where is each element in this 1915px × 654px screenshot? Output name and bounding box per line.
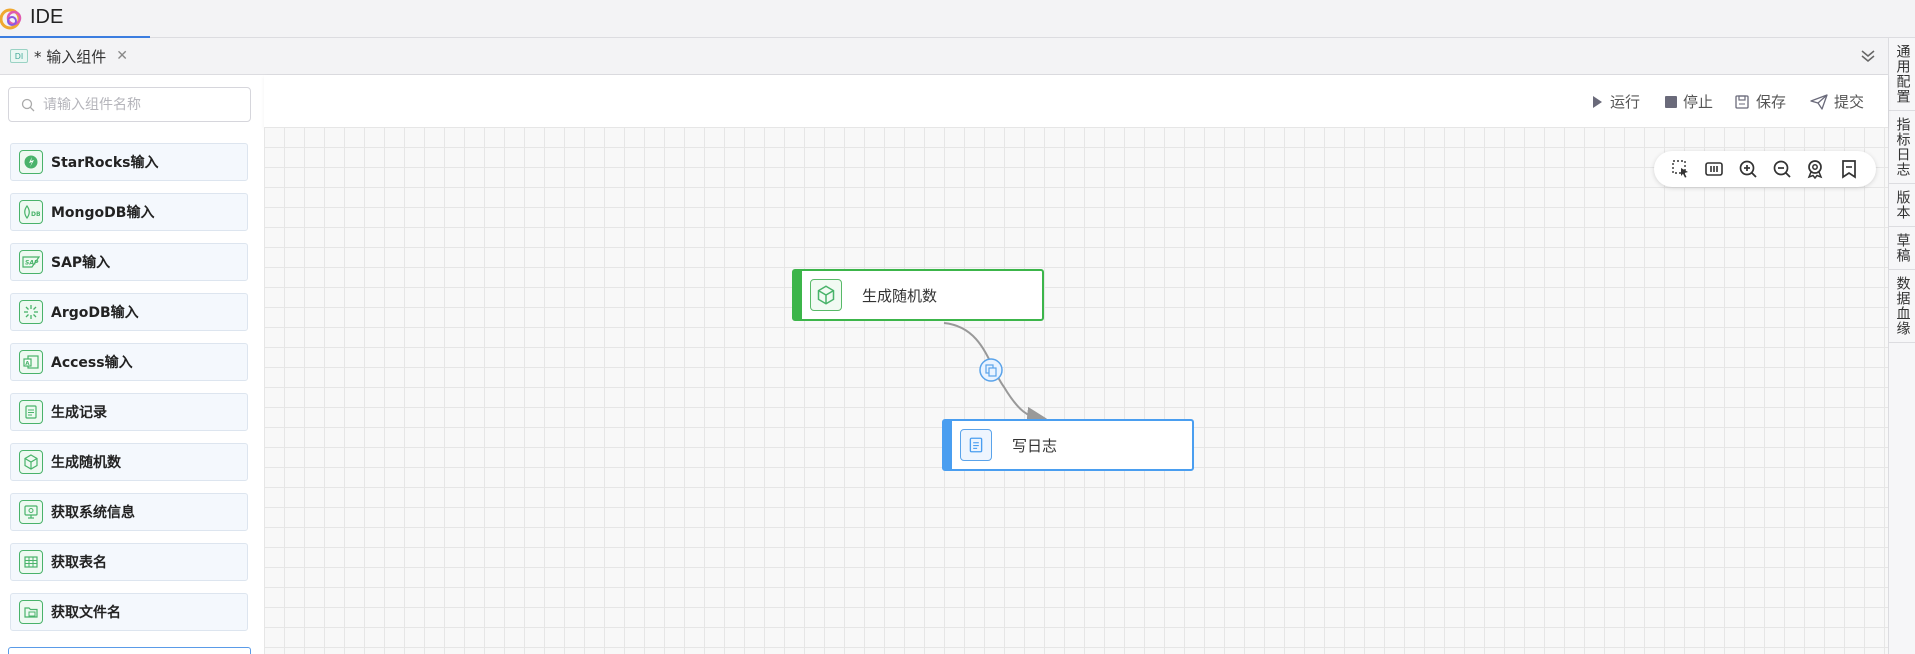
- component-generate-random[interactable]: 生成随机数: [10, 443, 248, 481]
- sidebar-item-data-lineage[interactable]: 数据血缘: [1889, 270, 1915, 343]
- tab-input-component[interactable]: DI * 输入组件 ✕: [10, 44, 128, 68]
- app-title: IDE: [30, 6, 64, 28]
- svg-text:SAP: SAP: [25, 260, 39, 267]
- run-label: 运行: [1610, 93, 1641, 111]
- sidebar-item-version[interactable]: 版本: [1889, 184, 1915, 227]
- sidebar-item-label: 数据血缘: [1894, 276, 1911, 336]
- sap-icon: SAP: [19, 250, 43, 274]
- table-icon: [19, 550, 43, 574]
- svg-text:DB: DB: [31, 211, 40, 218]
- sidebar-item-general-config[interactable]: 通用配置: [1889, 38, 1915, 111]
- stop-icon: [1665, 95, 1677, 108]
- double-chevron-down-icon[interactable]: [1858, 46, 1878, 66]
- stop-label: 停止: [1683, 93, 1714, 111]
- close-icon[interactable]: ✕: [116, 48, 129, 64]
- svg-text:A: A: [25, 361, 30, 367]
- right-sidebar: 通用配置 指标日志 版本 草稿 数据血缘: [1888, 38, 1915, 654]
- node-write-log[interactable]: 写日志: [942, 419, 1194, 471]
- component-label: SAP输入: [51, 255, 111, 271]
- component-panel: StarRocks输入 DB MongoDB输入 SAP SAP输入 ArgoD…: [0, 75, 264, 654]
- component-item-partial[interactable]: [8, 647, 251, 654]
- sidebar-item-draft[interactable]: 草稿: [1889, 227, 1915, 270]
- search-input[interactable]: [43, 96, 233, 113]
- component-label: 生成记录: [51, 405, 107, 421]
- node-label: 生成随机数: [862, 286, 938, 305]
- canvas-tools: [1654, 151, 1876, 187]
- submit-label: 提交: [1834, 93, 1865, 111]
- component-system-info[interactable]: 获取系统信息: [10, 493, 248, 531]
- sidebar-item-label: 指标日志: [1894, 117, 1911, 177]
- component-access-input[interactable]: A Access输入: [10, 343, 248, 381]
- node-generate-random[interactable]: 生成随机数: [792, 269, 1044, 321]
- monitor-icon: [19, 500, 43, 524]
- component-mongodb-input[interactable]: DB MongoDB输入: [10, 193, 248, 231]
- mongodb-icon: DB: [19, 200, 43, 224]
- title-underline: [0, 36, 150, 38]
- component-label: 获取文件名: [51, 605, 121, 621]
- sidebar-item-label: 通用配置: [1894, 44, 1911, 104]
- component-label: 获取表名: [51, 555, 107, 571]
- component-get-file-names[interactable]: 获取文件名: [10, 593, 248, 631]
- send-icon: [1810, 93, 1828, 110]
- zoom-in-icon[interactable]: [1736, 157, 1760, 181]
- locate-icon[interactable]: [1803, 157, 1827, 181]
- access-icon: A: [19, 350, 43, 374]
- save-icon: [1735, 94, 1749, 109]
- component-argodb-input[interactable]: ArgoDB输入: [10, 293, 248, 331]
- sidebar-item-label: 草稿: [1894, 233, 1911, 263]
- stop-button[interactable]: 停止: [1665, 91, 1713, 112]
- component-get-table-names[interactable]: 获取表名: [10, 543, 248, 581]
- save-button[interactable]: 保存: [1734, 91, 1786, 112]
- flow-canvas[interactable]: 生成随机数 写日志: [264, 127, 1888, 654]
- tab-bar: DI * 输入组件 ✕: [0, 38, 1888, 75]
- component-label: StarRocks输入: [51, 155, 159, 171]
- flow-edge[interactable]: [264, 127, 1888, 654]
- component-list: StarRocks输入 DB MongoDB输入 SAP SAP输入 ArgoD…: [10, 143, 248, 643]
- document-icon: [19, 400, 43, 424]
- run-button[interactable]: 运行: [1590, 91, 1640, 112]
- dice-icon: [19, 450, 43, 474]
- di-file-icon: DI: [10, 49, 28, 63]
- search-icon: [21, 98, 35, 111]
- tab-label: * 输入组件: [34, 47, 107, 66]
- sidebar-item-metric-log[interactable]: 指标日志: [1889, 111, 1915, 184]
- component-label: 生成随机数: [51, 455, 121, 471]
- app-logo-icon: [0, 8, 22, 30]
- title-bar: IDE: [0, 0, 1915, 38]
- component-starrocks-input[interactable]: StarRocks输入: [10, 143, 248, 181]
- component-label: ArgoDB输入: [51, 305, 139, 321]
- zoom-out-icon[interactable]: [1770, 157, 1794, 181]
- component-label: MongoDB输入: [51, 205, 155, 221]
- component-label: 获取系统信息: [51, 505, 135, 521]
- component-sap-input[interactable]: SAP SAP输入: [10, 243, 248, 281]
- save-label: 保存: [1756, 93, 1787, 111]
- sidebar-item-label: 版本: [1894, 190, 1911, 220]
- log-icon: [960, 429, 992, 461]
- component-generate-records[interactable]: 生成记录: [10, 393, 248, 431]
- search-box[interactable]: [8, 87, 251, 122]
- starrocks-icon: [19, 150, 43, 174]
- argodb-icon: [19, 300, 43, 324]
- submit-button[interactable]: 提交: [1810, 91, 1864, 112]
- node-label: 写日志: [1012, 436, 1058, 455]
- folder-icon: [19, 600, 43, 624]
- play-icon: [1593, 95, 1602, 108]
- box-select-icon[interactable]: [1669, 157, 1693, 181]
- component-label: Access输入: [51, 355, 133, 371]
- dice-icon: [810, 279, 842, 311]
- minimap-icon[interactable]: [1837, 157, 1861, 181]
- fit-view-icon[interactable]: [1702, 157, 1726, 181]
- editor-toolbar: 运行 停止 保存 提交: [264, 75, 1888, 127]
